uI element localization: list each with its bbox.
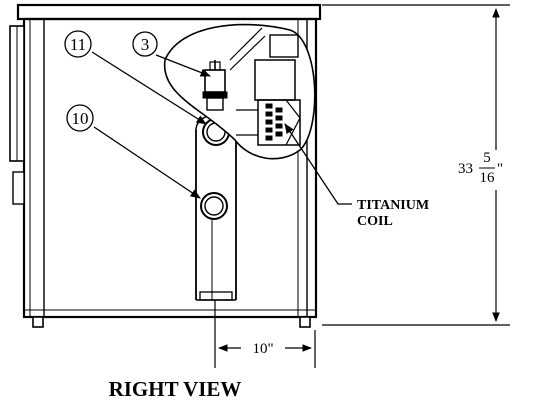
svg-text:10: 10 [72, 109, 89, 128]
svg-text:33: 33 [458, 161, 473, 177]
view-title: RIGHT VIEW [109, 377, 242, 401]
svg-text:3: 3 [141, 35, 150, 54]
height-dimension-value: 33 5 16 " [458, 150, 503, 186]
coil-label-line1: TITANIUM [357, 198, 429, 213]
callout-10: 10 [66, 104, 94, 132]
coil-leader [284, 123, 352, 205]
height-dimension [322, 4, 510, 326]
svg-text:": " [497, 161, 503, 177]
width-dimension-value: 10" [252, 341, 273, 357]
callout-3: 3 [132, 31, 158, 57]
coil-label-line2: COIL [357, 214, 393, 229]
width-dimension [214, 300, 316, 368]
svg-text:16: 16 [480, 170, 496, 186]
callout-11: 11 [64, 30, 92, 58]
detail-bubble [163, 23, 316, 160]
coil-windings [265, 103, 283, 141]
cabinet [9, 3, 322, 328]
lower-fitting-10 [200, 192, 228, 220]
callout-leaders [91, 51, 211, 199]
svg-text:5: 5 [483, 150, 491, 166]
svg-text:11: 11 [70, 35, 86, 54]
